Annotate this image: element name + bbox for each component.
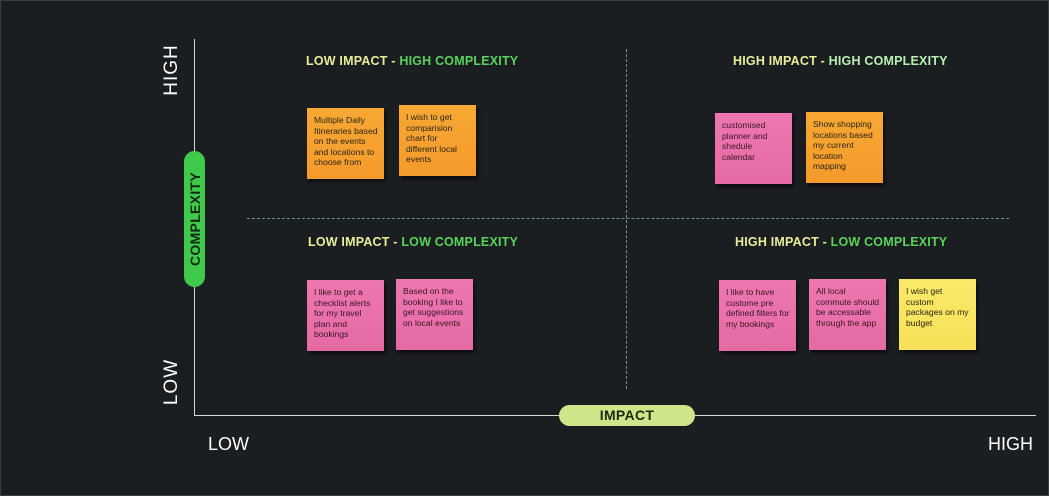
sticky-note[interactable]: I wish get custom packages on my budget bbox=[899, 279, 976, 350]
sticky-note[interactable]: I wish to get comparision chart for diff… bbox=[399, 105, 476, 176]
vertical-quadrant-divider bbox=[626, 49, 627, 389]
y-axis-low-label: LOW bbox=[161, 358, 182, 406]
quadrant-title-high-impact-high-complexity: HIGH IMPACT - HIGH COMPLEXITY bbox=[733, 54, 948, 68]
complexity-axis-title: COMPLEXITY bbox=[186, 171, 203, 267]
quadrant-title-low-impact-high-complexity: LOW IMPACT - HIGH COMPLEXITY bbox=[306, 54, 519, 68]
sticky-note[interactable]: Show shopping locations based my current… bbox=[806, 112, 883, 183]
sticky-note[interactable]: Multiple Daily Itineraries based on the … bbox=[307, 108, 384, 179]
quadrant-title-low-impact-low-complexity: LOW IMPACT - LOW COMPLEXITY bbox=[308, 235, 519, 249]
x-axis-high-label: HIGH bbox=[988, 434, 1033, 454]
horizontal-quadrant-divider bbox=[247, 218, 1009, 219]
sticky-note[interactable]: customised planner and shedule calendar bbox=[715, 113, 792, 184]
sticky-note[interactable]: All local commute should be accessable t… bbox=[809, 279, 886, 350]
impact-axis-pill: IMPACT bbox=[559, 405, 695, 426]
y-axis-high-label: HIGH bbox=[161, 44, 182, 96]
quadrant-title-high-impact-low-complexity: HIGH IMPACT - LOW COMPLEXITY bbox=[735, 235, 948, 249]
sticky-note[interactable]: Based on the booking I like to get sugge… bbox=[396, 279, 473, 350]
sticky-note[interactable]: I like to have custome pre defined filte… bbox=[719, 280, 796, 351]
x-axis-low-label: LOW bbox=[208, 434, 250, 454]
sticky-note[interactable]: I like to get a checklist alerts for my … bbox=[307, 280, 384, 351]
complexity-axis-pill: COMPLEXITY bbox=[184, 151, 205, 287]
